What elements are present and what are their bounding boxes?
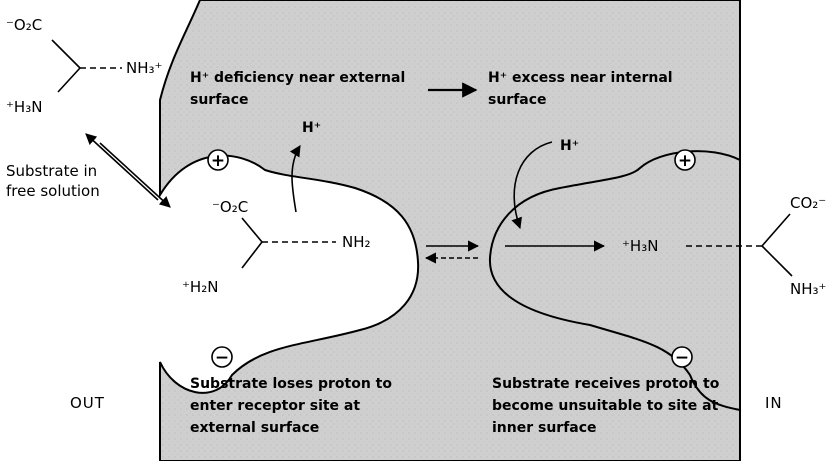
- exit-arrow: [85, 133, 159, 201]
- outer-bond-upper: [241, 217, 263, 243]
- free-solution-label-2: free solution: [6, 182, 100, 200]
- inner-proton-label: H⁺: [560, 138, 579, 154]
- inner-bond-upper: [761, 213, 791, 247]
- inner-minus-badge: [671, 346, 693, 368]
- free-solution-label-1: Substrate in: [6, 162, 97, 180]
- outer-carboxylate: ⁻O₂C: [212, 198, 248, 216]
- outer-bond-lower: [241, 241, 263, 269]
- inner-bond-lower: [761, 245, 793, 277]
- entry-arrow: [99, 142, 171, 208]
- header-right-2: surface: [488, 92, 547, 108]
- out-label: OUT: [70, 394, 105, 412]
- outer-proton-arrow: [289, 145, 301, 213]
- inner-minus-charge: −: [675, 348, 689, 368]
- outer-ammonium: ⁺H₂N: [182, 278, 218, 296]
- inner-plus-charge: +: [678, 151, 692, 171]
- header-left-2: surface: [190, 92, 249, 108]
- caption-left-3: external surface: [190, 420, 319, 436]
- inner-proton-arrow: [511, 141, 553, 230]
- caption-right-2: become unsuitable to site at: [492, 398, 719, 414]
- membrane: [159, 0, 741, 461]
- in-label: IN: [765, 394, 783, 412]
- inner-plus-badge: [674, 149, 696, 171]
- outer-plus-badge: [207, 149, 229, 171]
- outer-amine: NH₂: [342, 233, 371, 251]
- outer-proton-label: H⁺: [302, 120, 321, 136]
- outer-plus-charge: +: [211, 151, 225, 171]
- free-amine: NH₃⁺: [126, 59, 162, 77]
- inner-amine: NH₃⁺: [790, 280, 826, 298]
- free-ammonium: ⁺H₃N: [6, 98, 42, 116]
- inner-ammonium: ⁺H₃N: [622, 237, 658, 255]
- header-right-1: H⁺ excess near internal: [488, 70, 673, 86]
- outer-minus-badge: [211, 346, 233, 368]
- outer-minus-charge: −: [215, 348, 229, 368]
- free-bond-lower: [57, 67, 81, 93]
- header-left-1: H⁺ deficiency near external: [190, 70, 405, 86]
- caption-left-2: enter receptor site at: [190, 398, 360, 414]
- caption-right-1: Substrate receives proton to: [492, 376, 720, 392]
- inner-carboxylate: CO₂⁻: [790, 194, 826, 212]
- free-bond-upper: [51, 39, 81, 69]
- free-carboxylate: ⁻O₂C: [6, 16, 42, 34]
- caption-right-3: inner surface: [492, 420, 597, 436]
- caption-left-1: Substrate loses proton to: [190, 376, 392, 392]
